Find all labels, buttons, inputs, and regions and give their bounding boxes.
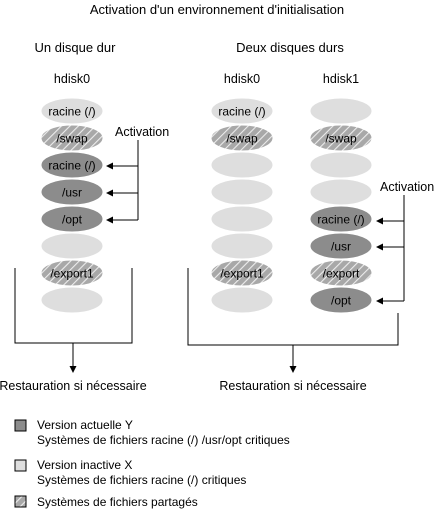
legend-current-line2: Systèmes de fichiers racine (/) /usr/opt… [37, 433, 290, 447]
two-disks-heading: Deux disques durs [236, 40, 344, 55]
right-hdisk0-slice-swap: /swap [210, 124, 274, 152]
left-activation-arrows [110, 140, 139, 221]
disk-slice-shape [309, 124, 373, 152]
disk-slice-shape [210, 259, 274, 287]
disk-slice-shape [309, 151, 373, 179]
right-container [187, 268, 399, 368]
right-hdisk0-slice-empty-6 [210, 232, 274, 260]
left-hdisk0-slice-racine: racine (/) [40, 97, 104, 125]
disk-slice-shape [210, 151, 274, 179]
left-hdisk0-slice-empty-6 [40, 232, 104, 260]
disk-slice-label: /swap [325, 132, 357, 146]
right-hdisk1-stack: /swap racine (/) /usr/export/opt [309, 97, 373, 314]
disk-slice-shape [210, 205, 274, 233]
disk-slice-shape [40, 205, 104, 233]
legend: Version actuelle Y Systèmes de fichiers … [14, 418, 290, 509]
disk-slice-label: /export1 [50, 267, 94, 281]
left-hdisk0-slice-swap: /swap [40, 124, 104, 152]
left-hdisk0-slice-opt: /opt [40, 205, 104, 233]
disk-slice-label: /usr [331, 240, 351, 254]
right-hdisk0-slice-racine: racine (/) [210, 97, 274, 125]
disk-slice-label: /export [323, 267, 360, 281]
disk-slice-shape [210, 178, 274, 206]
legend-shared-line1: Systèmes de fichiers partagés [37, 495, 198, 509]
disk-slice-label: /opt [62, 213, 83, 227]
right-hdisk1-slice-empty-3 [309, 151, 373, 179]
legend-swatch-inactive [14, 459, 27, 472]
disk-slice-shape [210, 232, 274, 260]
disk-slice-label: racine (/) [317, 213, 364, 227]
left-hdisk0-slice-empty-8 [40, 286, 104, 314]
legend-swatch-shared [14, 495, 27, 508]
disk-slice-shape [40, 178, 104, 206]
right-hdisk0-label: hdisk0 [224, 72, 260, 86]
disk-slice-label: /swap [226, 132, 258, 146]
disk-slice-label: /usr [62, 186, 82, 200]
disk-slice-label: racine (/) [218, 105, 265, 119]
left-hdisk0-stack: racine (/) /swap racine (/) /usr/opt/export… [40, 97, 104, 314]
right-hdisk0-slice-empty-4 [210, 178, 274, 206]
right-restore-label: Restauration si nécessaire [219, 379, 366, 393]
left-restore-arrowhead [69, 366, 77, 373]
legend-inactive-line2: Systèmes de fichiers racine (/) critique… [37, 473, 246, 487]
right-restore-arrowhead [289, 366, 297, 373]
legend-inactive-line1: Version inactive X [37, 458, 132, 472]
right-activation-arrows [380, 195, 405, 302]
disk-slice-shape [309, 232, 373, 260]
right-hdisk1-slice-empty-1 [309, 97, 373, 125]
arrowhead-left-opt [106, 216, 113, 224]
disk-slice-shape [40, 259, 104, 287]
arrowhead-right-opt [376, 297, 383, 305]
arrowhead-left-racine [106, 162, 113, 170]
arrowhead-right-racine [376, 217, 383, 225]
right-hdisk0-slice-export1: /export1 [210, 259, 274, 287]
disk-slice-shape [309, 97, 373, 125]
disk-slice-shape [309, 178, 373, 206]
disk-slice-shape [210, 97, 274, 125]
disk-slice-label: /opt [331, 294, 352, 308]
left-hdisk0-slice-usr: /usr [40, 178, 104, 206]
disk-slice-label: /export1 [220, 267, 264, 281]
left-restore-label: Restauration si nécessaire [0, 379, 147, 393]
right-hdisk1-slice-swap: /swap [309, 124, 373, 152]
disk-slice-shape [40, 232, 104, 260]
left-hdisk0-slice-export1: /export1 [40, 259, 104, 287]
right-hdisk0-slice-empty-5 [210, 205, 274, 233]
right-hdisk1-slice-racine: racine (/) [309, 205, 373, 233]
disk-slice-shape [210, 286, 274, 314]
right-hdisk1-label: hdisk1 [323, 72, 359, 86]
disk-slice-shape [40, 151, 104, 179]
right-hdisk0-stack: racine (/) /swap/export1 [210, 97, 274, 314]
right-activation-label: Activation [380, 180, 434, 194]
left-activation-label: Activation [115, 125, 169, 139]
disk-slice-label: /swap [56, 132, 88, 146]
disk-slice-shape [40, 97, 104, 125]
right-hdisk1-slice-empty-4 [309, 178, 373, 206]
diagram-title: Activation d'un environnement d'initiali… [90, 2, 344, 17]
left-container [14, 268, 133, 368]
right-hdisk1-slice-export: /export [309, 259, 373, 287]
single-disk-heading: Un disque dur [35, 40, 117, 55]
disk-slice-shape [40, 286, 104, 314]
disk-slice-shape [309, 286, 373, 314]
disk-slice-label: racine (/) [48, 105, 95, 119]
left-hdisk0-slice-racine: racine (/) [40, 151, 104, 179]
right-hdisk1-slice-usr: /usr [309, 232, 373, 260]
disk-slice-shape [210, 124, 274, 152]
left-hdisk0-label: hdisk0 [54, 72, 90, 86]
legend-swatch-current [14, 419, 27, 432]
arrowhead-left-usr [106, 189, 113, 197]
disk-slice-label: racine (/) [48, 159, 95, 173]
right-hdisk1-slice-opt: /opt [309, 286, 373, 314]
disk-slice-shape [309, 259, 373, 287]
disk-slice-shape [40, 124, 104, 152]
right-hdisk0-slice-empty-8 [210, 286, 274, 314]
disk-slice-shape [309, 205, 373, 233]
arrowhead-right-usr [376, 243, 383, 251]
legend-current-line1: Version actuelle Y [37, 418, 133, 432]
right-hdisk0-slice-empty-3 [210, 151, 274, 179]
